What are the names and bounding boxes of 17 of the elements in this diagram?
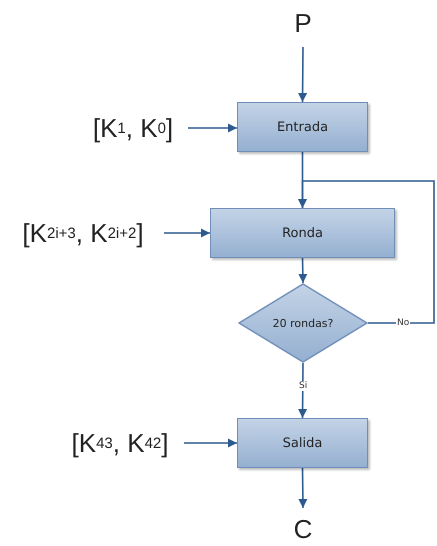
label-text: P: [288, 5, 318, 41]
arrow: [298, 47, 308, 102]
arrow: [298, 258, 308, 284]
edge-label: Si: [298, 381, 308, 391]
label-text: C: [288, 512, 318, 546]
arrow: [188, 124, 237, 132]
arrow: [164, 228, 210, 238]
process-box: Entrada: [237, 102, 368, 152]
arrow: [298, 180, 435, 324]
edge-label: No: [396, 318, 410, 328]
arrow: [298, 468, 308, 508]
decision-diamond: [238, 283, 368, 363]
process-box: Salida: [237, 418, 368, 468]
decision-text: 20 rondas?: [272, 316, 334, 330]
arrow: [298, 363, 308, 418]
arrow: [184, 438, 237, 448]
process-box: Ronda: [210, 208, 395, 258]
